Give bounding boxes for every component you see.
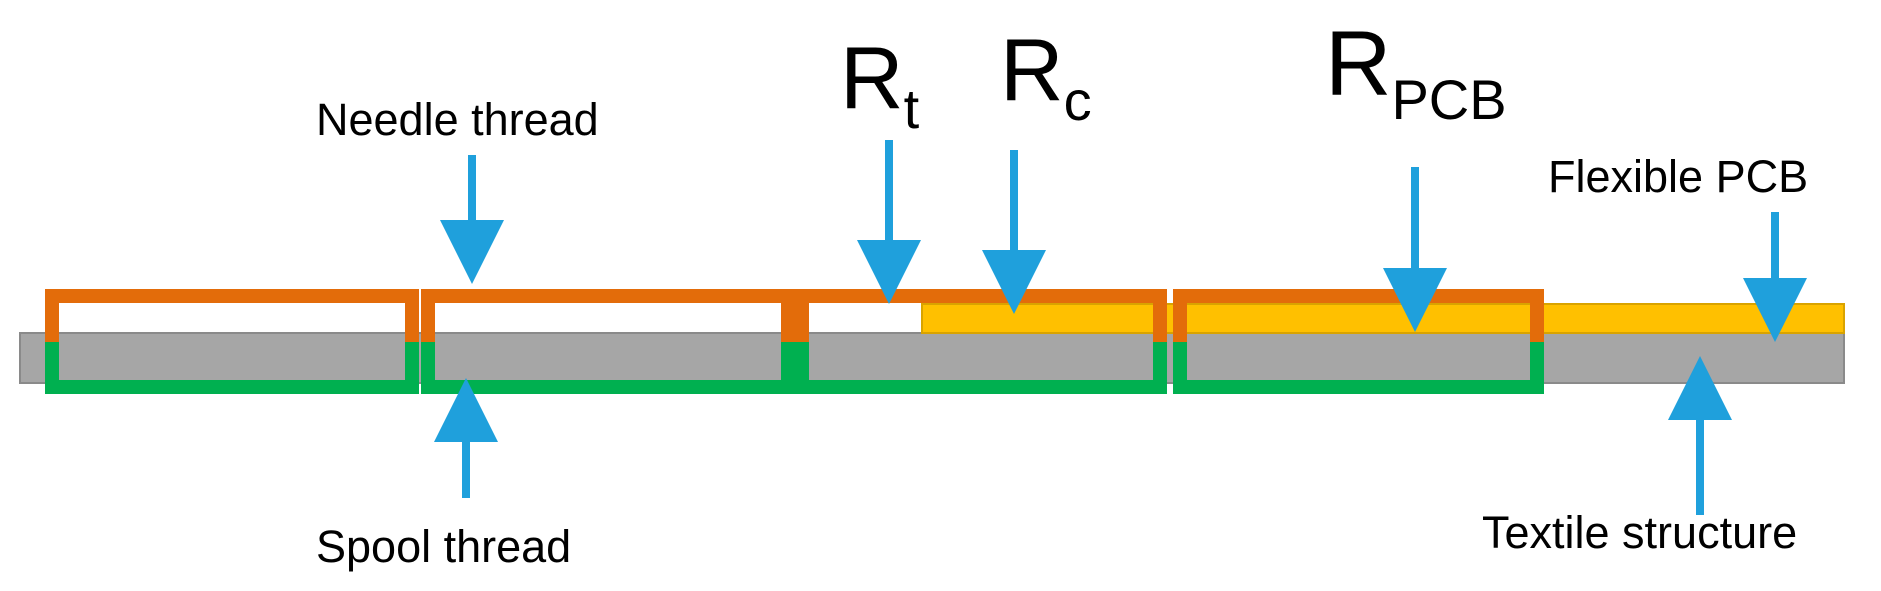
spool-stitch-3	[795, 342, 1167, 394]
textile-structure	[19, 332, 1845, 384]
spool-thread-label: Spool thread	[316, 521, 571, 572]
rt-main: R	[840, 28, 904, 127]
rc-label: Rc	[1000, 20, 1092, 132]
rt-sub: t	[904, 77, 920, 140]
needle-stitch-3	[795, 289, 1167, 350]
needle-stitch-2	[421, 289, 795, 350]
rt-label: Rt	[840, 28, 920, 140]
rpcb-main: R	[1325, 13, 1391, 115]
rc-sub: c	[1064, 69, 1092, 132]
spool-stitch-4	[1173, 342, 1544, 394]
rc-main: R	[1000, 20, 1064, 119]
rpcb-sub: PCB	[1391, 68, 1506, 131]
needle-stitch-1	[45, 289, 419, 350]
flexible-pcb-label: Flexible PCB	[1548, 151, 1808, 202]
rpcb-label: RPCB	[1325, 13, 1507, 131]
arrows	[434, 140, 1807, 515]
needle-stitch-4	[1173, 289, 1544, 350]
spool-thread	[45, 342, 1544, 394]
textile-structure-label: Textile structure	[1482, 507, 1797, 558]
needle-thread-label: Needle thread	[316, 94, 599, 145]
flexible-pcb-layer	[921, 303, 1845, 334]
spool-stitch-2	[421, 342, 795, 394]
spool-stitch-1	[45, 342, 419, 394]
needle-thread	[45, 289, 1544, 350]
